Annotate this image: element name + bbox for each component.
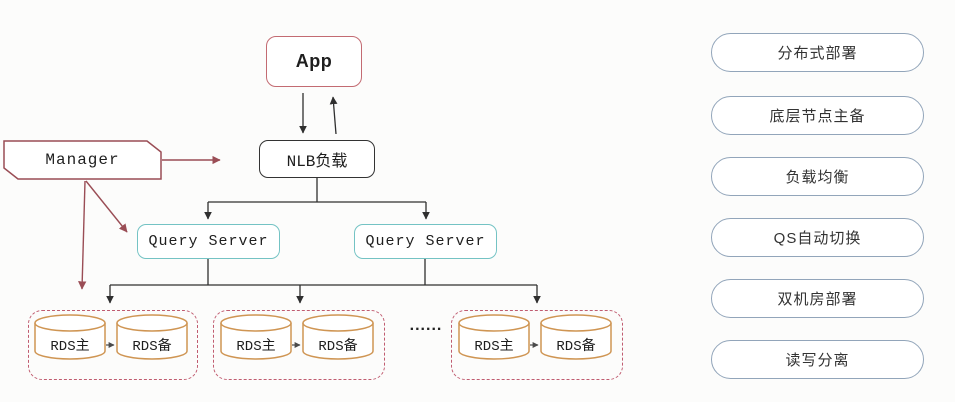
rds-group-1 xyxy=(28,310,198,380)
nlb-label: NLB负载 xyxy=(286,153,348,171)
rds-secondary-label-3: RDS备 xyxy=(556,339,596,355)
arrow-manager-to-qs xyxy=(85,180,128,233)
rds-primary-label-3: RDS主 xyxy=(474,339,514,355)
nlb-node: NLB负载 xyxy=(259,140,375,178)
query-server-right-node: Query Server xyxy=(354,224,497,259)
rds-primary-label-1: RDS主 xyxy=(50,339,90,355)
app-label: App xyxy=(295,51,333,71)
feature-pill-read-write-split: 读写分离 xyxy=(711,340,924,379)
manager-box xyxy=(3,140,162,180)
query-server-right-label: Query Server xyxy=(365,233,486,250)
rds-group-2 xyxy=(213,310,385,380)
feature-pill-qs-auto-switch: QS自动切换 xyxy=(711,218,924,257)
feature-pill-dual-datacenter: 双机房部署 xyxy=(711,279,924,318)
feature-pill-node-master-backup: 底层节点主备 xyxy=(711,96,924,135)
feature-pill-load-balancing: 负载均衡 xyxy=(711,157,924,196)
app-node: App xyxy=(266,36,362,87)
feature-pill-distributed-deployment: 分布式部署 xyxy=(711,33,924,72)
manager-label: Manager xyxy=(45,151,120,169)
rds-group-3 xyxy=(451,310,623,380)
rds-secondary-label-1: RDS备 xyxy=(132,339,172,355)
query-server-left-label: Query Server xyxy=(148,233,269,250)
manager-node: Manager xyxy=(20,146,145,174)
arrow-manager-to-rds xyxy=(78,180,87,290)
more-groups-ellipsis: ...... xyxy=(409,317,443,334)
arrow-nlb-to-app xyxy=(329,96,338,135)
rds-primary-label-2: RDS主 xyxy=(236,339,276,355)
query-server-left-node: Query Server xyxy=(137,224,280,259)
rds-secondary-label-2: RDS备 xyxy=(318,339,358,355)
